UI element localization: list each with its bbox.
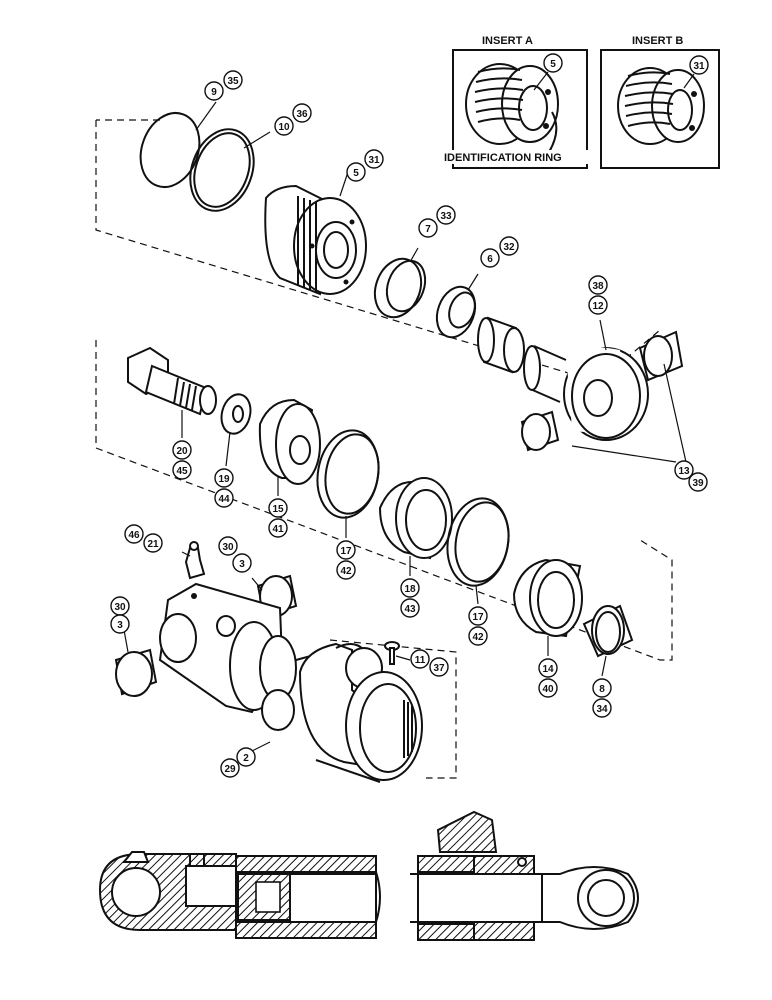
assembled-cylinder-section-view — [98, 810, 639, 941]
callout-19-44: 19 44 — [214, 468, 234, 508]
callout-17-42-right: 17 42 — [468, 606, 488, 646]
callout-11-37: 11 37 — [410, 649, 449, 677]
svg-text:45: 45 — [176, 466, 188, 477]
part-backup-ring — [189, 128, 255, 212]
svg-text:32: 32 — [503, 242, 515, 253]
callout-14-40: 14 40 — [538, 658, 558, 698]
svg-text:40: 40 — [542, 684, 554, 695]
piston-group-outline — [95, 340, 673, 661]
insert-a-panel: INSERT A 5 IDENTIFICATION RING — [440, 35, 590, 169]
svg-text:5: 5 — [550, 59, 556, 70]
svg-text:20: 20 — [176, 446, 188, 457]
part-piston-seal-right — [446, 497, 510, 587]
part-piston — [378, 477, 453, 560]
svg-text:3: 3 — [117, 620, 123, 631]
part-grease-fitting — [184, 541, 206, 580]
part-rod-bushing — [477, 316, 525, 374]
svg-text:5: 5 — [353, 168, 359, 179]
svg-text:6: 6 — [487, 254, 493, 265]
callout-29-2: 29 2 — [220, 747, 256, 778]
svg-text:2: 2 — [243, 753, 249, 764]
part-rod-eye-bushing-lower — [520, 410, 560, 452]
part-piston-seal-left — [316, 429, 380, 519]
insert-a-gland-drawing — [465, 63, 559, 153]
svg-text:31: 31 — [693, 61, 705, 72]
part-rod-eye-bushing-upper — [638, 330, 684, 382]
insert-a-title: INSERT A — [482, 35, 533, 47]
part-piston-spacer — [258, 398, 321, 485]
callout-30-3-upper: 30 3 — [218, 536, 252, 573]
callout-8-34: 8 34 — [592, 678, 612, 718]
callout-13-39: 13 39 — [674, 460, 708, 492]
svg-text:21: 21 — [147, 539, 159, 550]
leader-lines — [123, 101, 687, 753]
insert-a-callout: 5 — [533, 53, 563, 91]
svg-text:33: 33 — [440, 211, 452, 222]
callout-38-12: 38 12 — [588, 275, 608, 315]
insert-b-callout: 31 — [683, 55, 709, 89]
svg-text:14: 14 — [542, 664, 554, 675]
svg-text:19: 19 — [218, 474, 230, 485]
svg-text:38: 38 — [592, 281, 604, 292]
svg-text:17: 17 — [340, 546, 352, 557]
callout-15-41: 15 41 — [268, 498, 288, 538]
part-cylinder-barrel — [158, 582, 423, 783]
part-stop-ring — [582, 604, 634, 658]
svg-text:13: 13 — [678, 466, 690, 477]
svg-text:42: 42 — [472, 632, 484, 643]
svg-text:36: 36 — [296, 109, 308, 120]
svg-text:43: 43 — [404, 604, 416, 615]
svg-text:39: 39 — [692, 478, 704, 489]
svg-text:29: 29 — [224, 764, 236, 775]
svg-text:35: 35 — [227, 76, 239, 87]
svg-text:3: 3 — [239, 559, 245, 570]
callout-17-42-left: 17 42 — [336, 540, 356, 580]
part-gland — [264, 184, 367, 296]
svg-text:8: 8 — [599, 684, 605, 695]
callout-46-21: 46 21 — [124, 524, 163, 553]
part-rod-seal — [435, 285, 477, 339]
svg-text:18: 18 — [404, 584, 416, 595]
svg-text:12: 12 — [592, 301, 604, 312]
svg-text:42: 42 — [340, 566, 352, 577]
callout-18-43: 18 43 — [400, 578, 420, 618]
part-wiper-seal — [373, 257, 427, 319]
svg-text:15: 15 — [272, 504, 284, 515]
callout-10-36: 10 36 — [274, 103, 312, 136]
identification-ring-label: IDENTIFICATION RING — [444, 152, 562, 164]
part-piston-bolt — [127, 346, 217, 416]
svg-text:30: 30 — [222, 542, 234, 553]
svg-text:37: 37 — [433, 663, 445, 674]
callout-5-31: 5 31 — [346, 149, 384, 182]
part-snap-ring — [139, 112, 201, 188]
svg-text:7: 7 — [425, 224, 431, 235]
svg-text:34: 34 — [596, 704, 608, 715]
svg-text:30: 30 — [114, 602, 126, 613]
callout-6-32: 6 32 — [480, 236, 519, 268]
svg-text:11: 11 — [415, 655, 426, 666]
callout-30-3-lower: 30 3 — [110, 596, 130, 634]
svg-text:31: 31 — [368, 155, 380, 166]
callout-20-45: 20 45 — [172, 440, 192, 480]
part-washer — [220, 393, 252, 435]
insert-b-panel: INSERT B 31 — [600, 35, 720, 169]
part-bushing-lower — [114, 648, 158, 697]
svg-text:41: 41 — [272, 524, 284, 535]
svg-text:44: 44 — [218, 494, 230, 505]
callout-7-33: 7 33 — [418, 205, 456, 238]
insert-b-title: INSERT B — [632, 35, 683, 47]
svg-text:9: 9 — [211, 87, 217, 98]
svg-text:10: 10 — [278, 122, 290, 133]
part-setscrew — [384, 641, 400, 665]
insert-b-gland-drawing — [617, 67, 705, 145]
part-wear-ring — [512, 558, 583, 638]
callout-9-35: 9 35 — [204, 70, 243, 101]
svg-text:46: 46 — [128, 530, 140, 541]
svg-text:17: 17 — [472, 612, 484, 623]
